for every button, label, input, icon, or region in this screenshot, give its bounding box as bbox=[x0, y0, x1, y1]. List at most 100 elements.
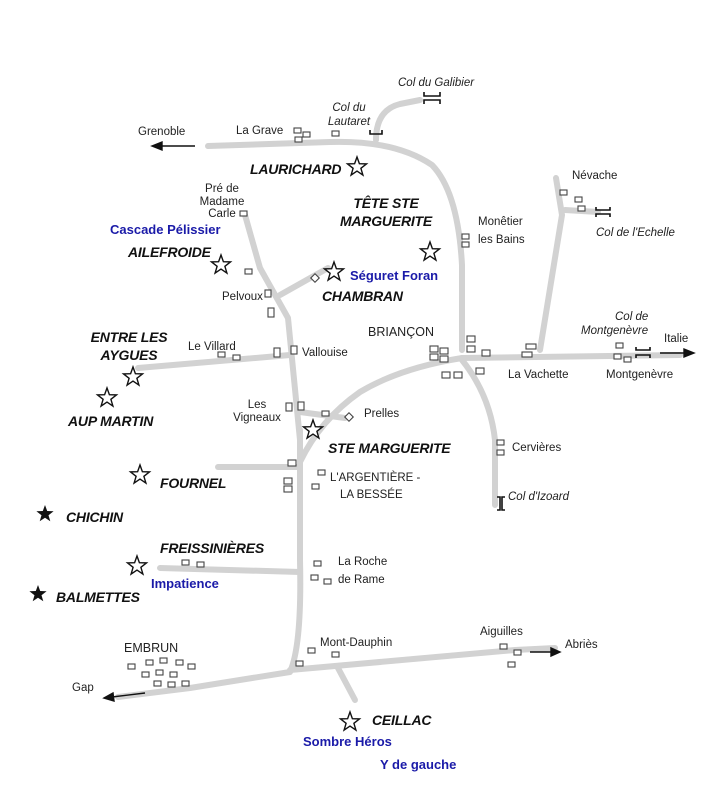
building-icon bbox=[141, 671, 150, 678]
building-icon bbox=[293, 127, 302, 134]
building-icon bbox=[285, 402, 293, 412]
building-icon bbox=[302, 131, 311, 138]
star-icon bbox=[346, 156, 368, 176]
building-icon bbox=[153, 680, 162, 687]
star-icon bbox=[129, 464, 151, 484]
label-vallouise: Vallouise bbox=[302, 347, 348, 359]
label-italie: Italie bbox=[664, 333, 689, 345]
label-col-lautaret: Col du Lautaret bbox=[324, 102, 374, 128]
building-icon bbox=[283, 485, 293, 493]
pass-icon bbox=[369, 130, 383, 135]
building-icon bbox=[169, 671, 178, 678]
building-icon bbox=[466, 335, 476, 343]
route-impatience: Impatience bbox=[151, 576, 219, 591]
building-icon bbox=[574, 196, 583, 203]
site-chambran: CHAMBRAN bbox=[322, 288, 403, 304]
site-ailefroide: AILEFROIDE bbox=[128, 244, 211, 260]
label-argentiere-la-bessee: L'ARGENTIÈRE - LA BESSÉE bbox=[330, 472, 420, 501]
label-la-vachette: La Vachette bbox=[508, 369, 569, 381]
site-entre-line2: AYGUES bbox=[100, 347, 158, 363]
building-icon bbox=[429, 353, 439, 361]
building-icon bbox=[287, 459, 297, 467]
road-grenoble-briancon bbox=[205, 138, 465, 353]
site-entre-line1: ENTRE LES bbox=[90, 329, 168, 345]
pass-icon bbox=[423, 92, 441, 104]
label-monetier-line1: Monêtier bbox=[478, 216, 523, 228]
building-icon bbox=[155, 669, 164, 676]
building-icon bbox=[317, 469, 326, 476]
label-briancon: BRIANÇON bbox=[368, 325, 434, 339]
site-balmettes: BALMETTES bbox=[56, 589, 140, 605]
building-icon bbox=[175, 659, 184, 666]
pass-icon bbox=[497, 496, 505, 511]
road-ceillac bbox=[335, 665, 358, 703]
building-icon bbox=[187, 663, 196, 670]
road-le-villard bbox=[135, 352, 293, 371]
label-grenoble: Grenoble bbox=[138, 126, 186, 138]
pass-icon bbox=[595, 207, 611, 217]
building-icon bbox=[181, 559, 190, 566]
label-montgenevre: Montgenèvre bbox=[606, 369, 674, 381]
label-col-montgenevre-line2: Montgenèvre bbox=[581, 324, 649, 337]
site-freissinieres: FREISSINIÈRES bbox=[160, 540, 264, 556]
road-briancon-argentiere bbox=[297, 355, 465, 465]
star-icon bbox=[339, 711, 361, 731]
label-pre-de-madame-carle: Pré de Madame Carle bbox=[192, 183, 252, 221]
building-icon bbox=[507, 661, 516, 668]
site-chichin: CHICHIN bbox=[66, 509, 123, 525]
building-icon bbox=[613, 353, 622, 360]
label-gap: Gap bbox=[72, 682, 94, 694]
label-col-montgenevre: Col de Montgenèvre bbox=[581, 311, 649, 337]
site-aup-martin: AUP MARTIN bbox=[68, 413, 154, 429]
building-icon bbox=[267, 307, 275, 318]
building-icon bbox=[559, 189, 568, 196]
road-nevache bbox=[537, 175, 565, 353]
label-argentiere-line2: LA BESSÉE bbox=[340, 488, 403, 501]
route-y-de-gauche: Y de gauche bbox=[380, 757, 457, 772]
site-ceillac: CEILLAC bbox=[372, 712, 432, 728]
building-icon bbox=[127, 663, 136, 670]
route-sombre-heros: Sombre Héros bbox=[303, 734, 392, 749]
label-col-montgenevre-line1: Col de bbox=[615, 311, 649, 323]
building-icon bbox=[181, 680, 190, 687]
building-icon bbox=[439, 355, 449, 363]
building-icon bbox=[264, 289, 272, 298]
route-seguret-foran: Séguret Foran bbox=[350, 268, 439, 283]
building-icon bbox=[283, 477, 293, 485]
arrow-icon bbox=[111, 692, 146, 698]
building-icon bbox=[439, 347, 449, 355]
building-icon bbox=[309, 272, 321, 284]
label-col-lautaret-line2: Lautaret bbox=[327, 115, 371, 128]
site-ste-marguerite: STE MARGUERITE bbox=[328, 440, 451, 456]
building-icon bbox=[239, 210, 248, 217]
building-icon bbox=[577, 205, 586, 212]
road-chambran bbox=[277, 265, 331, 298]
building-icon bbox=[441, 371, 451, 379]
building-icon bbox=[167, 681, 176, 688]
building-icon bbox=[453, 371, 463, 379]
label-la-roche-line1: La Roche bbox=[338, 556, 388, 568]
building-icon bbox=[310, 574, 319, 581]
star-icon bbox=[29, 585, 47, 602]
building-icon bbox=[311, 483, 320, 490]
route-cascade-pelissier: Cascade Pélissier bbox=[110, 222, 221, 237]
label-pre-line1: Pré de bbox=[205, 183, 239, 195]
star-icon bbox=[96, 387, 118, 407]
label-col-lautaret-line1: Col du bbox=[332, 102, 366, 114]
building-icon bbox=[217, 351, 226, 358]
building-icon bbox=[496, 449, 505, 456]
site-tete-line2: MARGUERITE bbox=[339, 213, 433, 229]
site-entre-les-aygues: ENTRE LES AYGUES bbox=[84, 330, 174, 362]
building-icon bbox=[196, 561, 205, 568]
star-icon bbox=[36, 505, 54, 522]
road-izoard bbox=[459, 357, 498, 508]
building-icon bbox=[525, 343, 537, 350]
building-icon bbox=[290, 345, 298, 355]
building-icon bbox=[475, 367, 485, 375]
label-monetier-les-bains: Monêtier les Bains bbox=[478, 216, 525, 246]
label-cervieres: Cervières bbox=[512, 442, 562, 454]
label-mont-dauphin: Mont-Dauphin bbox=[320, 637, 393, 649]
building-icon bbox=[429, 345, 439, 353]
building-icon bbox=[461, 233, 470, 240]
label-pelvoux: Pelvoux bbox=[222, 291, 263, 303]
